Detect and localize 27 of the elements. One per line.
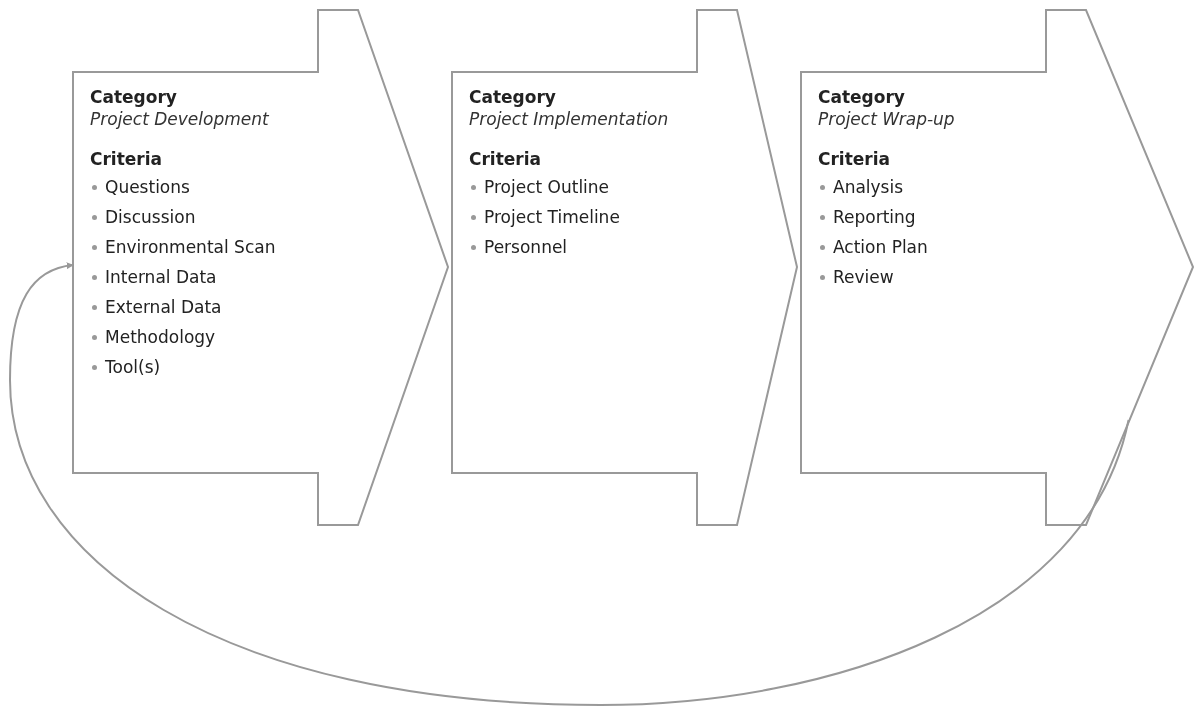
criteria-item: External Data [105, 297, 222, 317]
chevron-box [801, 10, 1193, 525]
criteria-item: Tool(s) [105, 357, 161, 377]
section-heading: Category [90, 86, 178, 108]
section-heading: Criteria [90, 148, 164, 170]
section-heading: Criteria [469, 148, 543, 170]
criteria-item: Action Plan [833, 237, 928, 257]
category-name: Project Wrap-up [818, 108, 955, 130]
section-heading: Category [818, 86, 906, 108]
section-heading: Category [469, 86, 557, 108]
criteria-item: Questions [105, 177, 190, 197]
criteria-item: Review [833, 267, 894, 287]
section-heading: Criteria [818, 148, 892, 170]
criteria-item: Discussion [105, 207, 196, 227]
criteria-item: Internal Data [105, 267, 217, 287]
curved-arrow [9, 262, 1130, 706]
criteria-item: Reporting [833, 207, 916, 227]
chevron-box [452, 10, 797, 525]
category-name: Project Development [90, 108, 270, 130]
criteria-item: Project Timeline [484, 207, 620, 227]
category-name: Project Implementation [469, 108, 669, 130]
criteria-item: Analysis [833, 177, 904, 197]
criteria-item: Personnel [484, 237, 568, 257]
criteria-item: Methodology [105, 327, 216, 347]
criteria-item: Environmental Scan [105, 237, 276, 257]
chevron-box [73, 10, 448, 525]
criteria-item: Project Outline [484, 177, 610, 197]
